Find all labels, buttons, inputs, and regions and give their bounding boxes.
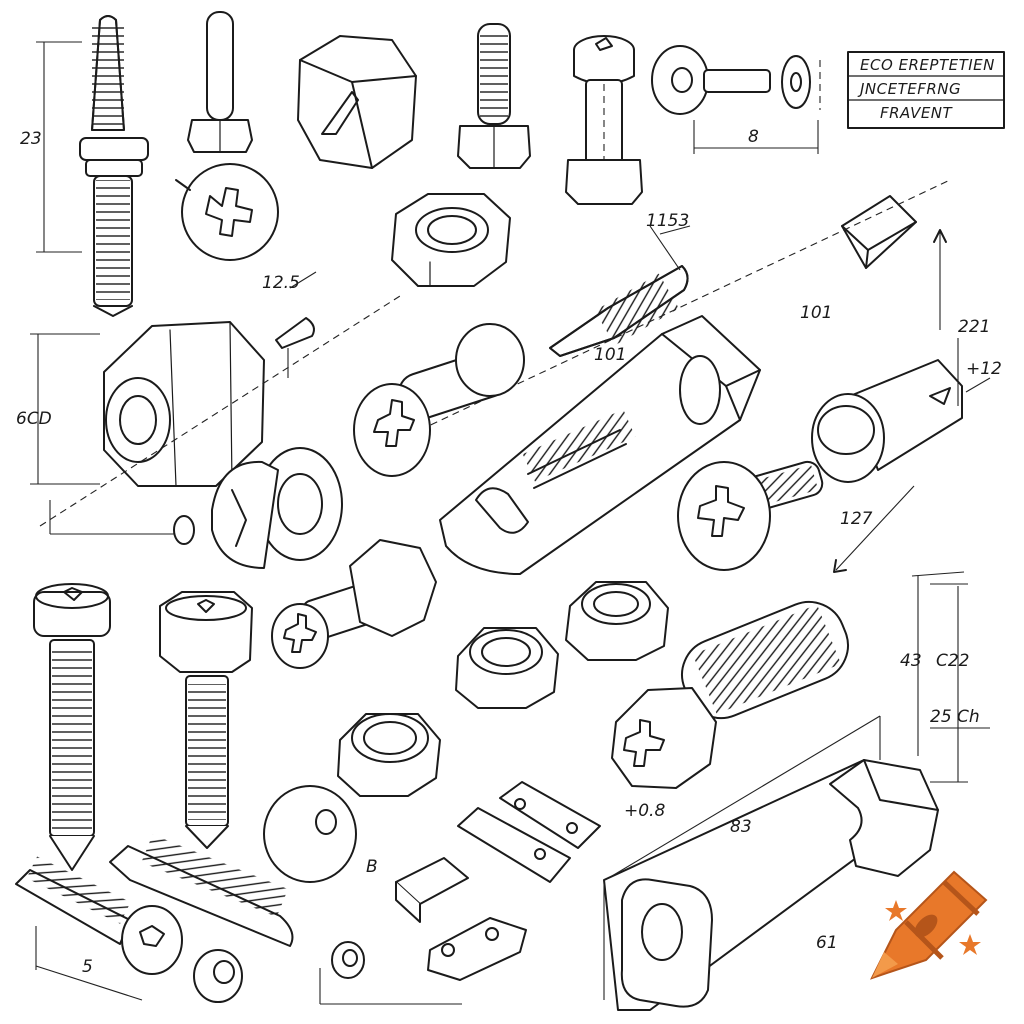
threaded-pin-diagonal: 1153 — [549, 211, 691, 357]
dimension-label-right-arrow: 127 — [840, 509, 873, 529]
phillips-disc-head — [175, 163, 279, 261]
hex-coupling-large — [103, 321, 265, 487]
title-block-line-3: FRAVENT — [880, 104, 954, 122]
title-block: ECO EREPTETIEN JNCETEFRNG FRAVENT — [847, 51, 1005, 129]
phillips-thumb-screw — [677, 460, 824, 571]
dimension-label-bottom-long: 83 — [730, 817, 752, 837]
title-block-line-2: JNCETEFRNG — [857, 80, 961, 98]
dimension-label-rail-b: 101 — [800, 303, 832, 323]
dimension-label-bottom-left: 5 — [82, 957, 93, 977]
dimension-label-right-top-a: 221 — [958, 317, 990, 337]
dimension-label-right-v2: C22 — [936, 651, 970, 671]
cap-screw-lower-left: 5 — [15, 856, 183, 1001]
hex-socket-cap — [297, 35, 417, 169]
dimension-label-right-v1: 43 — [900, 651, 922, 671]
dimension-label-bottom-rail: 61 — [816, 933, 838, 953]
dimension-label-pin-small: 12.5 — [262, 273, 300, 293]
pin-with-hex-nut — [187, 11, 253, 153]
dimension-left-mid: 6CD — [16, 333, 100, 485]
washer-and-rod: 8 — [651, 45, 821, 154]
shoulder-pin — [565, 35, 643, 205]
dimension-label-left-height: 23 — [20, 129, 42, 149]
dimension-label-pin-top: 1153 — [646, 211, 689, 231]
dome-washer — [263, 785, 357, 883]
dimension-label-small-plate: +0.8 — [624, 801, 665, 821]
cap-with-pin-right: 221 +12 — [811, 317, 1002, 483]
small-blocks-bottom: B — [319, 857, 527, 1005]
dimension-right-arrow: 127 — [833, 485, 915, 573]
dimension-label-right-v3: 25 Ch — [930, 707, 980, 727]
crayon-logo-icon — [870, 870, 988, 980]
dimension-left-height: 23 — [20, 41, 82, 253]
dimension-label-top-shaft: 8 — [748, 127, 759, 147]
hex-nut-mid-b — [455, 627, 559, 709]
threaded-pin-lower — [109, 834, 294, 947]
phillips-bolt-middle — [353, 323, 525, 477]
washer-ring-stack — [173, 447, 343, 569]
hex-head-bolt-middle — [271, 539, 437, 669]
dimension-right-vertical: 43 C22 25 Ch — [900, 571, 990, 783]
dimension-label-bottom-mid: B — [366, 857, 378, 877]
c-clip-hex — [829, 759, 939, 877]
hinge-plates: +0.8 — [457, 781, 665, 883]
hex-nut-mid-a — [565, 581, 669, 661]
slotted-channel-rail: 101 101 — [439, 229, 947, 575]
small-pin-tip: 12.5 — [262, 271, 317, 378]
title-block-line-1: ECO EREPTETIEN — [860, 56, 995, 74]
dimension-label-right-top-b: +12 — [966, 359, 1002, 379]
hex-nut-upper — [391, 193, 511, 287]
small-square-block — [841, 195, 917, 269]
hex-head-threaded-bolt — [611, 600, 849, 789]
phillips-hex-screw — [159, 591, 253, 849]
phillips-machine-screw-left — [33, 583, 111, 871]
small-ring — [193, 949, 243, 1003]
threaded-stud-with-nut — [457, 23, 531, 169]
long-channel-block: 83 61 — [603, 715, 895, 1011]
dimension-label-left-mid: 6CD — [16, 409, 52, 429]
hex-nut-lower — [337, 713, 441, 797]
dimension-label-rail-a: 101 — [594, 345, 626, 365]
wood-screw-tall — [79, 15, 149, 317]
